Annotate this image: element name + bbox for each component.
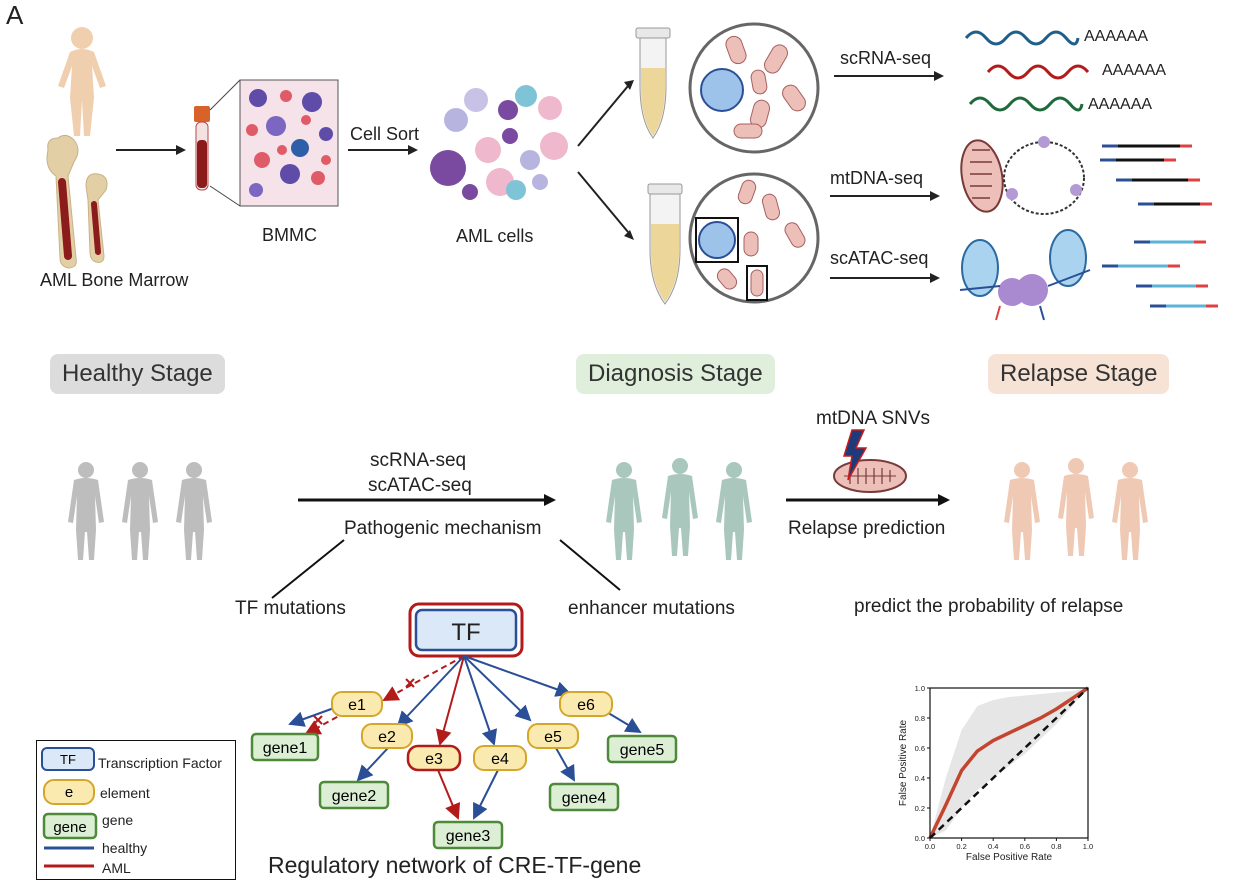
y-tick-label: 0.4 xyxy=(915,774,925,783)
x-axis-label: False Positive Rate xyxy=(966,852,1053,863)
enhancer-mutations-label: enhancer mutations xyxy=(568,598,735,619)
y-tick-label: 0.0 xyxy=(915,834,925,843)
sequencing-reads xyxy=(1100,144,1212,206)
diagnosis-people-icon xyxy=(606,458,752,560)
legend-tf-text: Transcription Factor xyxy=(98,755,222,771)
element-node: e2 xyxy=(361,723,413,749)
svg-text:e6: e6 xyxy=(577,697,595,714)
y-tick-label: 0.2 xyxy=(915,804,925,813)
legend-aml-text: AML xyxy=(102,860,131,876)
aml-cells-label: AML cells xyxy=(456,226,534,246)
svg-text:gene1: gene1 xyxy=(263,740,308,757)
x-tick-label: 1.0 xyxy=(1083,842,1093,851)
rna-wave xyxy=(968,96,1084,112)
regulatory-network-diagram: TF e1 e2 e3 e4 e5 e6 gene1 xyxy=(250,602,678,850)
y-tick-label: 0.6 xyxy=(915,744,925,753)
element-node: e3 xyxy=(406,744,462,772)
assay-scatac-label: scATAC-seq xyxy=(830,248,929,268)
svg-text:gene2: gene2 xyxy=(332,788,377,805)
relapse-people-icon xyxy=(1004,458,1148,560)
svg-text:gene5: gene5 xyxy=(620,742,665,759)
mtdna-snvs-label: mtDNA SNVs xyxy=(816,408,931,429)
top-illustrations xyxy=(46,22,1218,321)
cell-nucleus-mitochondria-icon xyxy=(688,172,820,304)
mtdna-circle-icon xyxy=(1003,136,1085,215)
tube-icon xyxy=(647,183,683,305)
y-tick-label: 1.0 xyxy=(915,684,925,693)
legend-tf-box: TF xyxy=(60,752,76,767)
bmmc-smear-image xyxy=(239,79,339,207)
y-axis-label: False Positive Rate xyxy=(898,719,909,806)
x-tick-label: 0.2 xyxy=(956,842,966,851)
x-tick-label: 0.8 xyxy=(1051,842,1061,851)
cell-nucleus-mitochondria-icon xyxy=(688,22,820,154)
mitochondrion-icon xyxy=(960,139,1004,213)
tf-mutations-label: TF mutations xyxy=(235,598,346,619)
roc-axes-frame xyxy=(929,687,1089,839)
polya-tail-3: AAAAAA xyxy=(1088,96,1153,113)
x-tick-label: 0.0 xyxy=(925,842,935,851)
aml-cells-cluster xyxy=(430,85,568,200)
rna-wave xyxy=(986,64,1090,80)
relapse-stage-badge: Relapse Stage xyxy=(988,354,1170,394)
legend-gene-text: gene xyxy=(102,812,134,828)
legend-healthy-text: healthy xyxy=(102,840,148,856)
bmmc-label: BMMC xyxy=(262,225,317,245)
network-title: Regulatory network of CRE-TF-gene xyxy=(268,852,642,878)
tf-node-label: TF xyxy=(451,619,480,646)
roc-curve xyxy=(928,686,1089,839)
bone-icon xyxy=(46,134,108,269)
legend-gene-box: gene xyxy=(53,819,86,836)
cell-sort-label: Cell Sort xyxy=(350,124,420,144)
y-tick-label: 0.8 xyxy=(915,714,925,723)
gene-node: gene4 xyxy=(548,782,620,812)
assay-scrna-label: scRNA-seq xyxy=(840,48,932,68)
sequencing-reads xyxy=(1102,240,1218,308)
svg-text:e1: e1 xyxy=(348,697,366,714)
mitochondrion-mutation-icon xyxy=(833,429,907,493)
arrow-label-scatac: scATAC-seq xyxy=(368,475,472,496)
gene-node: gene3 xyxy=(432,820,504,850)
polya-tail-2: AAAAAA xyxy=(1102,62,1167,79)
rna-wave xyxy=(964,30,1080,46)
x-tick-label: 0.6 xyxy=(1020,842,1030,851)
legend-e-box: e xyxy=(65,784,73,801)
x-tick-label: 0.4 xyxy=(988,842,998,851)
legend-symbols: TF e gene xyxy=(41,747,98,868)
healthy-people-icon xyxy=(68,462,212,560)
svg-text:e4: e4 xyxy=(491,751,509,768)
arrow-label-scrna: scRNA-seq xyxy=(370,450,467,471)
legend-box xyxy=(36,740,236,880)
predict-probability-label: predict the probability of relapse xyxy=(854,596,1124,617)
svg-text:e2: e2 xyxy=(378,729,396,746)
relapse-prediction-label: Relapse prediction xyxy=(788,518,946,539)
human-body-icon xyxy=(58,27,106,136)
pathogenic-mechanism-label: Pathogenic mechanism xyxy=(344,518,542,539)
stage-illustrations xyxy=(68,429,1148,599)
element-node: e1 xyxy=(331,691,383,717)
tube-icon xyxy=(635,27,671,139)
blood-tube-icon xyxy=(194,106,210,191)
bone-marrow-label: AML Bone Marrow xyxy=(40,270,189,290)
svg-text:gene4: gene4 xyxy=(562,790,607,807)
assay-mtdna-label: mtDNA-seq xyxy=(830,168,924,188)
polya-tail-1: AAAAAA xyxy=(1084,28,1149,45)
gene-node: gene1 xyxy=(250,732,320,762)
panel-label: A xyxy=(6,0,24,30)
healthy-stage-badge: Healthy Stage xyxy=(50,354,225,394)
diagnosis-stage-badge: Diagnosis Stage xyxy=(576,354,775,394)
gene-node: gene2 xyxy=(318,780,390,810)
svg-text:e3: e3 xyxy=(425,751,443,768)
element-node: e4 xyxy=(473,745,527,771)
element-node: e6 xyxy=(559,691,613,717)
roc-diagonal-reference xyxy=(929,687,1089,839)
gene-node: gene5 xyxy=(606,734,678,764)
element-node: e5 xyxy=(527,723,579,749)
svg-text:e5: e5 xyxy=(544,729,562,746)
nucleosome-icon xyxy=(959,229,1091,321)
legend-e-text: element xyxy=(100,785,150,801)
svg-text:gene3: gene3 xyxy=(446,828,491,845)
